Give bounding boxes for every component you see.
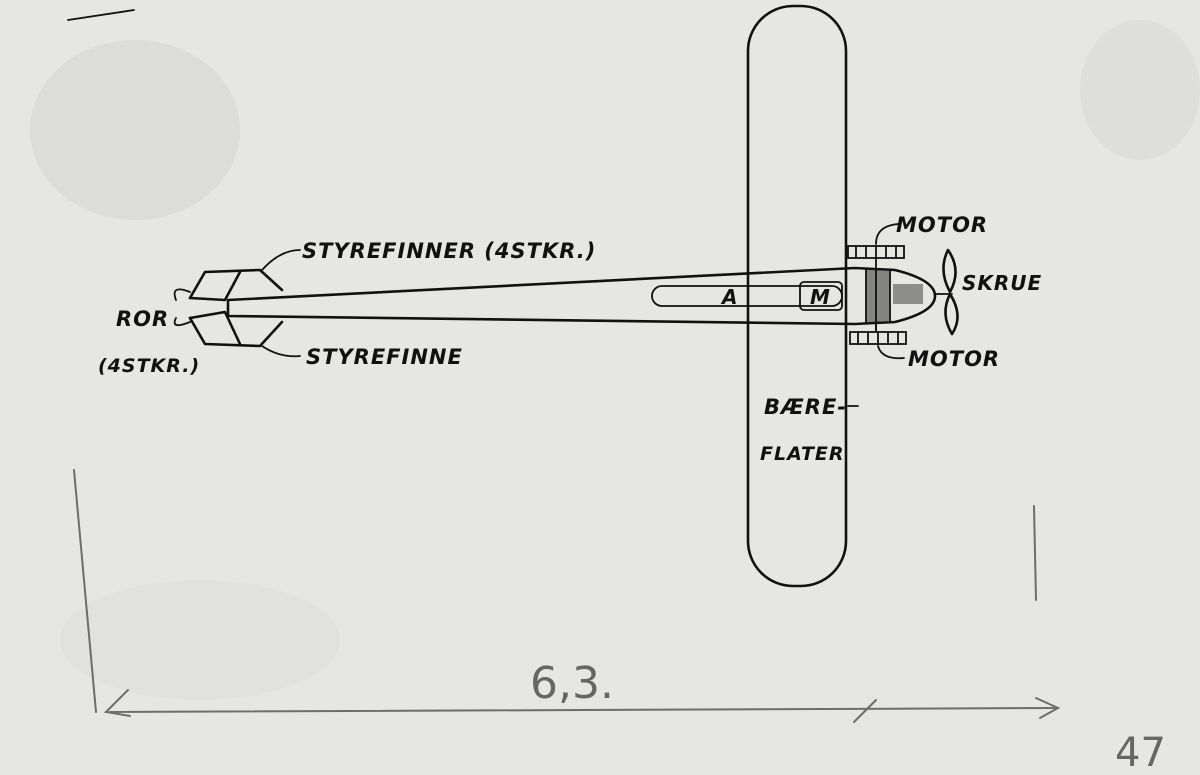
- label-styrefinner: STYREFINNER (4STKR.): [302, 239, 596, 263]
- fuselage: [226, 266, 937, 326]
- label-styrefinne: STYREFINNE: [306, 345, 463, 369]
- engine-block: [865, 267, 923, 331]
- dimension-value: 6,3.: [530, 658, 614, 709]
- motor-top-shape: [847, 245, 905, 271]
- label-skrue: SKRUE: [962, 271, 1042, 295]
- paper-stains: [30, 20, 1200, 700]
- compartment-m: [799, 281, 843, 311]
- wing: [746, 4, 848, 588]
- label-m: M: [810, 285, 831, 309]
- motor-bottom-shape: [849, 321, 907, 345]
- propeller: [934, 248, 959, 336]
- corner-dash: [67, 9, 135, 21]
- label-baere-line2: FLATER: [760, 443, 845, 465]
- tail-fins: [188, 268, 284, 348]
- label-ror: ROR: [116, 307, 169, 331]
- label-a: A: [720, 285, 738, 309]
- label-ror-count: (4STKR.): [98, 355, 200, 377]
- corner-note: 47: [1115, 730, 1166, 775]
- dimension-line: [73, 469, 1061, 723]
- leader-lines: [173, 223, 905, 407]
- label-motor-top: MOTOR: [896, 213, 988, 237]
- label-motor-bottom: MOTOR: [908, 347, 1000, 371]
- label-baere-line1: BÆRE-: [764, 395, 847, 419]
